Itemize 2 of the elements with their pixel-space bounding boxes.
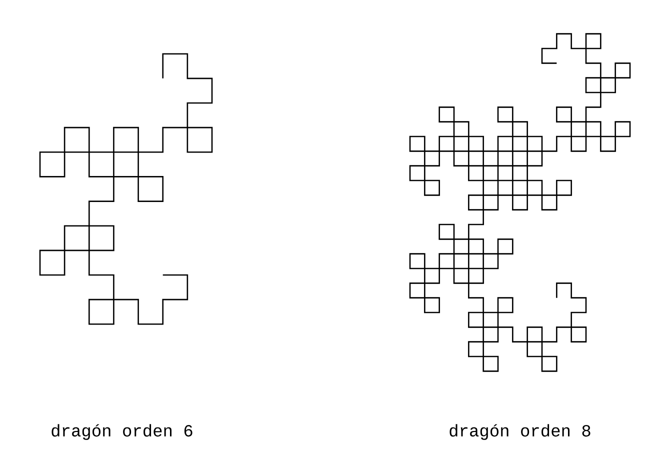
- caption: dragón orden 6: [52, 424, 192, 440]
- caption: dragón orden 8: [450, 424, 590, 440]
